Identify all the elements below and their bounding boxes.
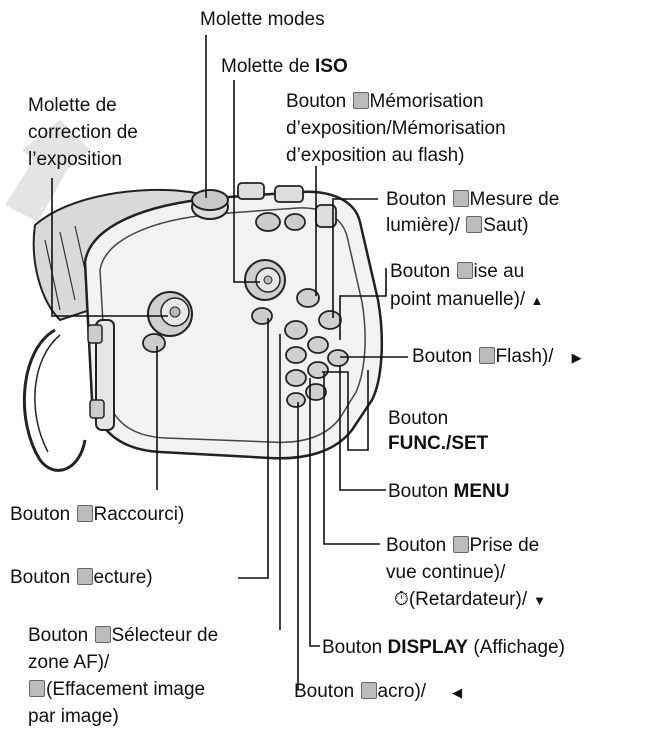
raccourci-line1: Raccourci) <box>94 504 185 525</box>
flash-prefix: Bouton <box>412 346 478 367</box>
molette-correction-line2: correction de <box>28 119 138 146</box>
label-molette-iso: Molette de ISO <box>221 55 348 78</box>
label-menu: Bouton MENU <box>388 480 509 503</box>
func-line2: FUNC./SET <box>388 433 488 454</box>
label-mise-au-point: Bouton ise au point manuelle)/ ▲ <box>390 258 543 315</box>
macro-icon <box>361 682 377 699</box>
selecteur-line4: par image) <box>28 703 218 730</box>
label-raccourci: Bouton Raccourci) <box>10 503 184 526</box>
exposure-dial <box>148 292 192 336</box>
raccourci-prefix: Bouton <box>10 504 76 525</box>
display-bold: DISPLAY <box>388 637 469 658</box>
prise-prefix: Bouton <box>386 535 452 556</box>
arrow-down-icon: ▼ <box>533 593 546 608</box>
shortcut-button <box>143 334 165 352</box>
self-timer-icon: ⏱ <box>394 589 409 610</box>
trash-icon <box>29 680 45 697</box>
memo-prefix: Bouton <box>286 91 352 112</box>
wrist-strap-inner <box>35 335 60 452</box>
mise-line1: ise au <box>474 261 525 282</box>
flash-line1: Flash)/ <box>496 346 554 367</box>
label-selecteur: Bouton Sélecteur de zone AF)/ (Effacemen… <box>28 622 218 730</box>
molette-correction-line1: Molette de <box>28 92 138 119</box>
label-mesure: Bouton Mesure de lumière)/ Saut) <box>386 187 559 239</box>
selecteur-line2: zone AF)/ <box>28 649 218 676</box>
memo-line1: Mémorisation <box>370 91 484 112</box>
arrow-right-icon: ▶ <box>572 350 582 365</box>
menu-bold: MENU <box>454 481 510 502</box>
label-prise-de-vue: Bouton Prise de vue continue)/ ⏱(Retarda… <box>386 532 546 614</box>
mise-line2: point manuelle)/ <box>390 289 530 310</box>
mesure-line2a: lumière)/ <box>386 215 465 236</box>
memo-line3: d’exposition au flash) <box>286 142 506 169</box>
mise-prefix: Bouton <box>390 261 456 282</box>
label-flash: Bouton Flash)/ ▶ <box>412 345 582 369</box>
selecteur-line1: Sélecteur de <box>112 625 219 646</box>
metering-icon <box>453 190 469 207</box>
macro-prefix: Bouton <box>294 681 360 702</box>
mesure-line2b: Saut) <box>483 215 528 236</box>
arrow-left-icon: ◀ <box>452 685 462 700</box>
continuous-shooting-icon <box>453 536 469 553</box>
shortcut-icon <box>77 505 93 522</box>
af-frame-selector-icon <box>95 626 111 643</box>
label-macro: Bouton acro)/ ◀ <box>294 680 462 704</box>
menu-prefix: Bouton <box>388 481 454 502</box>
memo-line2: d’exposition/Mémorisation <box>286 115 506 142</box>
playback-icon <box>77 568 93 585</box>
display-prefix: Bouton <box>322 637 388 658</box>
arrow-up-icon: ▲ <box>530 293 543 308</box>
display-suffix: (Affichage) <box>468 637 565 658</box>
func-line1: Bouton <box>388 406 488 431</box>
molette-correction-line3: l’exposition <box>28 146 138 173</box>
label-func-set: Bouton FUNC./SET <box>388 406 488 456</box>
mesure-prefix: Bouton <box>386 189 452 210</box>
label-molette-modes: Molette modes <box>200 8 325 31</box>
prise-line3: (Retardateur)/ <box>409 589 527 610</box>
lecture-prefix: Bouton <box>10 567 76 588</box>
label-molette-correction: Molette de correction de l’exposition <box>28 92 138 173</box>
flash-icon <box>479 347 495 364</box>
top-mode-dial <box>192 190 228 219</box>
wrist-strap <box>24 330 85 470</box>
label-lecture: Bouton ecture) <box>10 566 153 589</box>
label-memorisation: Bouton Mémorisation d’exposition/Mémoris… <box>286 88 506 169</box>
prise-line2: vue continue)/ <box>386 559 546 586</box>
molette-iso-prefix: Molette de <box>221 56 315 77</box>
prise-line1: Prise de <box>470 535 540 556</box>
iso-dial <box>245 260 285 300</box>
manual-focus-icon <box>457 262 473 279</box>
label-display: Bouton DISPLAY (Affichage) <box>322 636 565 659</box>
molette-modes-text: Molette modes <box>200 9 325 30</box>
selecteur-prefix: Bouton <box>28 625 94 646</box>
jump-icon <box>466 216 482 233</box>
molette-iso-bold: ISO <box>315 56 348 77</box>
ae-lock-icon <box>353 92 369 109</box>
selecteur-line3: (Effacement image <box>46 679 205 700</box>
playback-button <box>252 308 272 324</box>
macro-line1: acro)/ <box>378 681 427 702</box>
mesure-line1: Mesure de <box>470 189 560 210</box>
lecture-line1: ecture) <box>94 567 153 588</box>
